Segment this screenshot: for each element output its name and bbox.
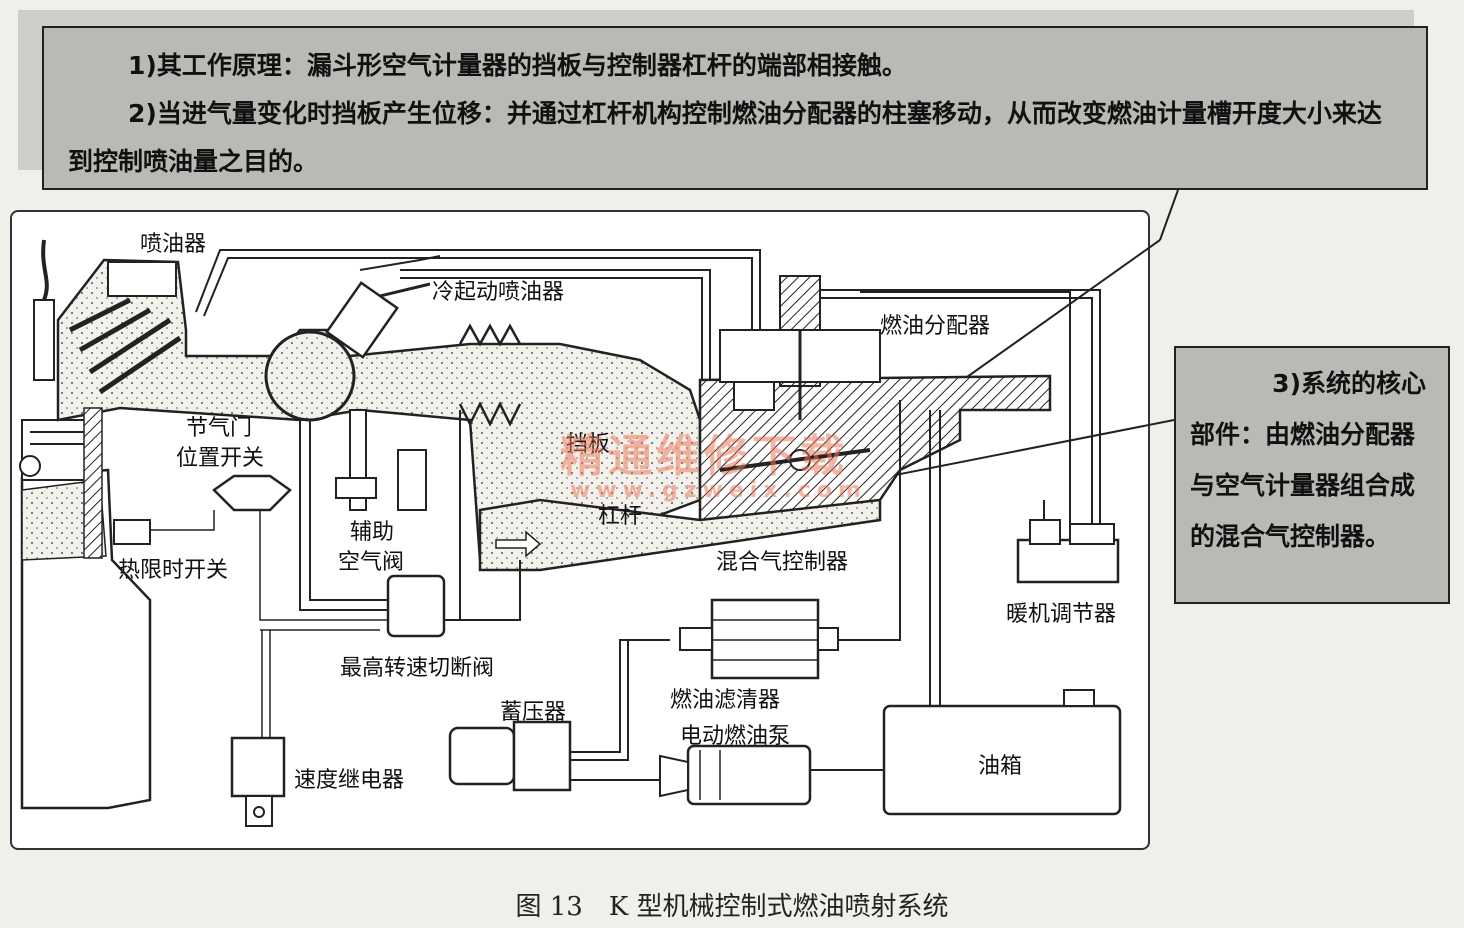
max-speed-cutoff-valve <box>299 410 521 638</box>
callout-core-line1: 3)系统的核心 <box>1272 369 1426 398</box>
thermo-time-switch <box>113 519 151 545</box>
sensor-wire <box>33 239 55 381</box>
intake-bellows <box>458 323 522 427</box>
label-fuel-tank: 油箱 <box>978 754 1023 779</box>
callout-core-line2: 部件：由燃油分配器与空气计量器组合成的混合气控制器。 <box>1190 420 1416 551</box>
label-throttle-switch-1: 节气门 <box>186 416 253 441</box>
label-fuel-filter: 燃油滤清器 <box>670 688 781 713</box>
warmup-regulator <box>1016 500 1120 584</box>
aux-air-valve <box>335 409 427 511</box>
intake-manifold <box>56 258 702 562</box>
fuel-filter <box>679 598 839 680</box>
label-thermo-time-switch: 热限时开关 <box>118 558 229 583</box>
label-electric-fuel-pump: 电动燃油泵 <box>680 724 791 749</box>
mixture-controller <box>698 275 1052 522</box>
engine-block <box>19 419 152 810</box>
air-funnel <box>478 498 882 572</box>
wiring <box>150 510 388 738</box>
leader-line-top <box>1159 189 1179 241</box>
label-speed-relay: 速度继电器 <box>294 768 405 793</box>
label-fuel-distributor: 燃油分配器 <box>880 314 991 339</box>
label-max-speed-cutoff: 最高转速切断阀 <box>340 656 495 681</box>
label-warmup-regulator: 暖机调节器 <box>1006 602 1117 627</box>
label-aux-air-valve-2: 空气阀 <box>338 550 405 575</box>
accumulator <box>448 720 572 792</box>
watermark-url: www.gzweix.com <box>570 478 867 503</box>
leader-line-top-2 <box>959 239 1161 383</box>
label-mixture-controller: 混合气控制器 <box>716 550 849 575</box>
figure-caption: 图 13 K 型机械控制式燃油喷射系统 <box>515 892 949 922</box>
throttle-body <box>264 330 356 422</box>
callout-principle-line2: 2)当进气量变化时挡板产生位移：并通过杠杆机构控制燃油分配器的柱塞移动，从而改变… <box>68 99 1382 176</box>
throttle-position-switch <box>212 474 292 512</box>
label-throttle-switch-2: 位置开关 <box>176 446 265 471</box>
speed-relay <box>230 736 286 827</box>
cold-start-injector <box>325 255 441 359</box>
electric-fuel-pump <box>659 744 812 806</box>
fuel-return-lines <box>570 400 941 781</box>
fuel-tank <box>882 689 1122 816</box>
callout-principle: 1)其工作原理：漏斗形空气计量器的挡板与控制器杠杆的端部相接触。 2)当进气量变… <box>18 10 1428 190</box>
label-injector: 喷油器 <box>140 232 207 257</box>
label-accumulator: 蓄压器 <box>500 700 567 725</box>
label-plate: 挡板 <box>566 432 611 457</box>
label-lever: 杠杆 <box>598 504 643 529</box>
label-cold-start-injector: 冷起动喷油器 <box>432 280 565 305</box>
callout-principle-line1: 1)其工作原理：漏斗形空气计量器的挡板与控制器杠杆的端部相接触。 <box>128 51 907 80</box>
watermark-text: 精通维修下载 <box>560 431 848 482</box>
fuel-lines <box>195 249 1101 530</box>
callout-core-component: 3)系统的核心 部件：由燃油分配器与空气计量器组合成的混合气控制器。 <box>1174 346 1450 604</box>
air-flow-arrow <box>495 530 542 558</box>
label-aux-air-valve-1: 辅助 <box>350 520 395 545</box>
